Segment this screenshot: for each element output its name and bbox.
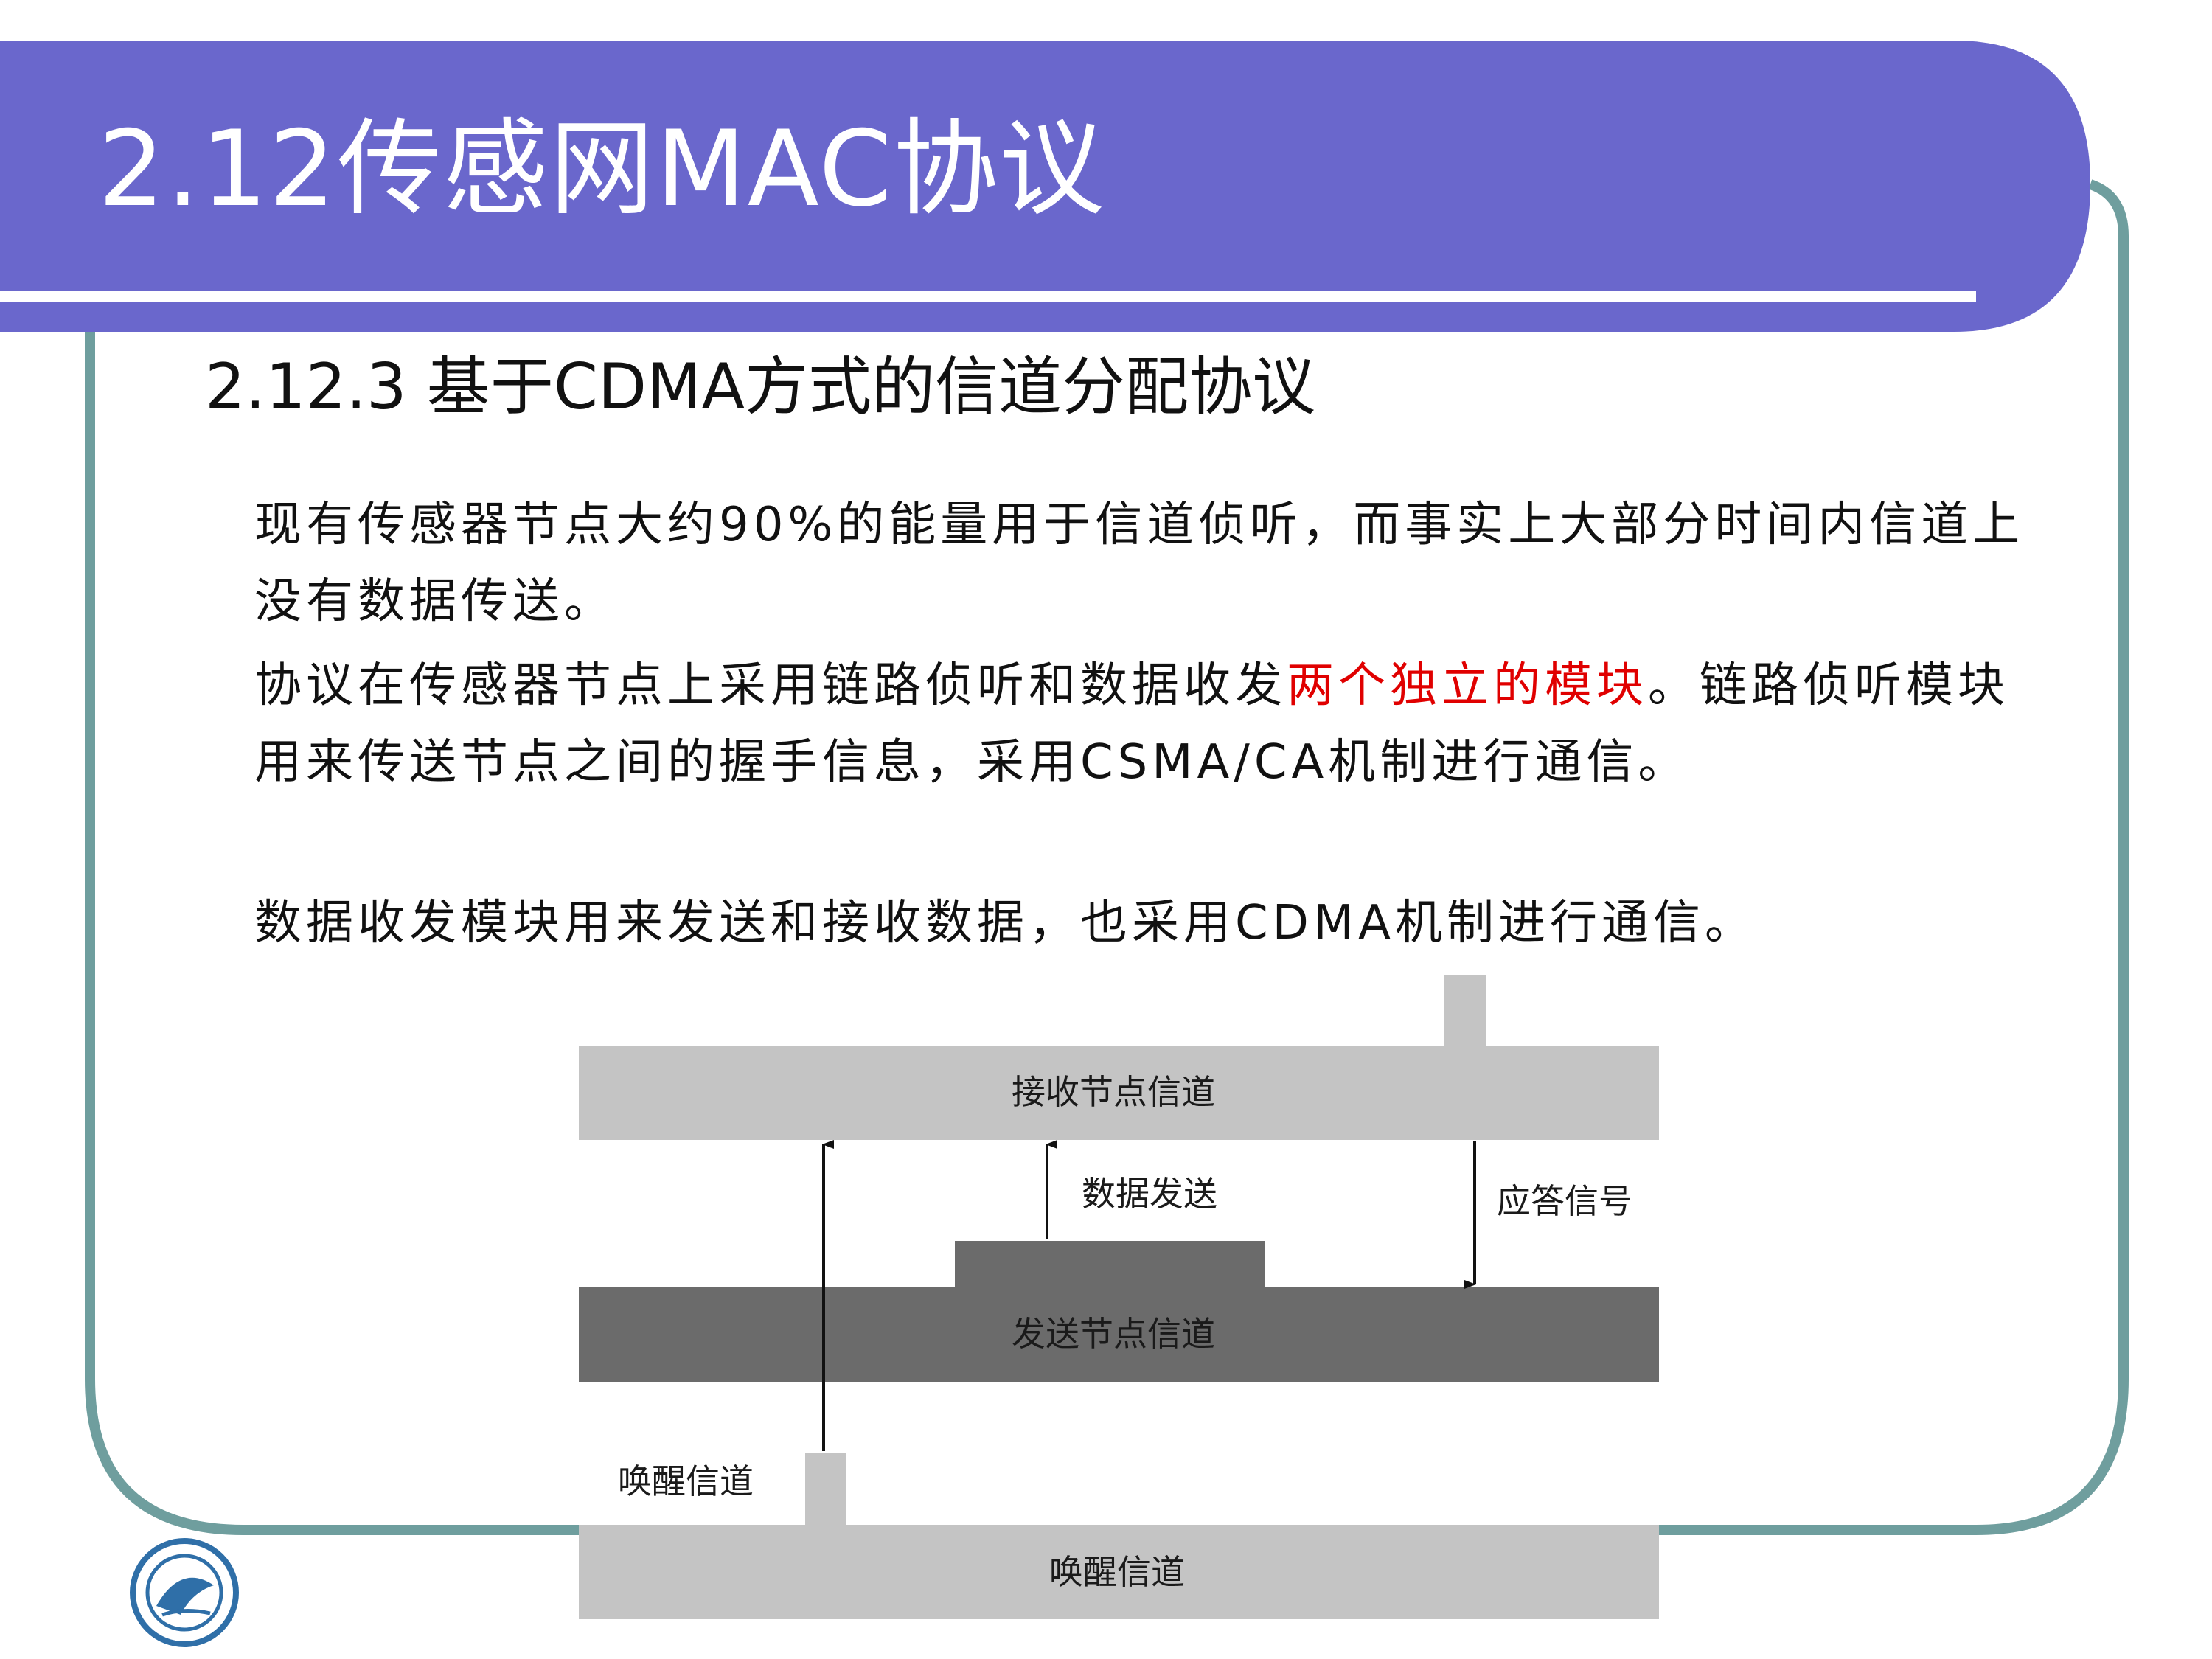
wake-channel-label: 唤醒信道 [1049,1552,1185,1592]
paragraph-modules-part1: 协议在传感器节点上采用链路侦听和数据收发 [254,658,1287,713]
section-heading: 2.12.3 基于CDMA方式的信道分配协议 [205,350,1316,424]
paragraph-data-module: 数据收发模块用来发送和接收数据，也采用CDMA机制进行通信。 [254,896,1756,950]
paragraph-modules: 协议在传感器节点上采用链路侦听和数据收发两个独立的模块。链路侦听模块用来传送节点… [254,647,2039,801]
wake-signal-label: 唤醒信道 [618,1461,754,1501]
slide-title: 2.12传感网MAC协议 [98,108,1106,230]
wake-channel: 唤醒信道 [579,1453,1659,1619]
header-bar [0,41,2090,332]
data-send-label: 数据发送 [1082,1174,1217,1214]
receive-node-channel: 接收节点信道 [579,975,1659,1140]
university-seal-logo [130,1538,239,1647]
frame-border [85,179,2129,1535]
paragraph-modules-part2: 。链路侦听模块用来传送节点之间的握手信息，采用CSMA/CA机制进行通信。 [254,658,2009,790]
paragraph-energy: 现有传感器节点大约90%的能量用于信道侦听，而事实上大部分时间内信道上没有数据传… [254,498,2025,629]
send-node-channel: 发送节点信道 [579,1241,1659,1382]
send-channel-label: 发送节点信道 [1012,1314,1215,1354]
ack-signal-label: 应答信号 [1497,1181,1632,1221]
highlight-two-modules: 两个独立的模块 [1287,658,1648,713]
receive-channel-label: 接收节点信道 [1012,1072,1215,1112]
